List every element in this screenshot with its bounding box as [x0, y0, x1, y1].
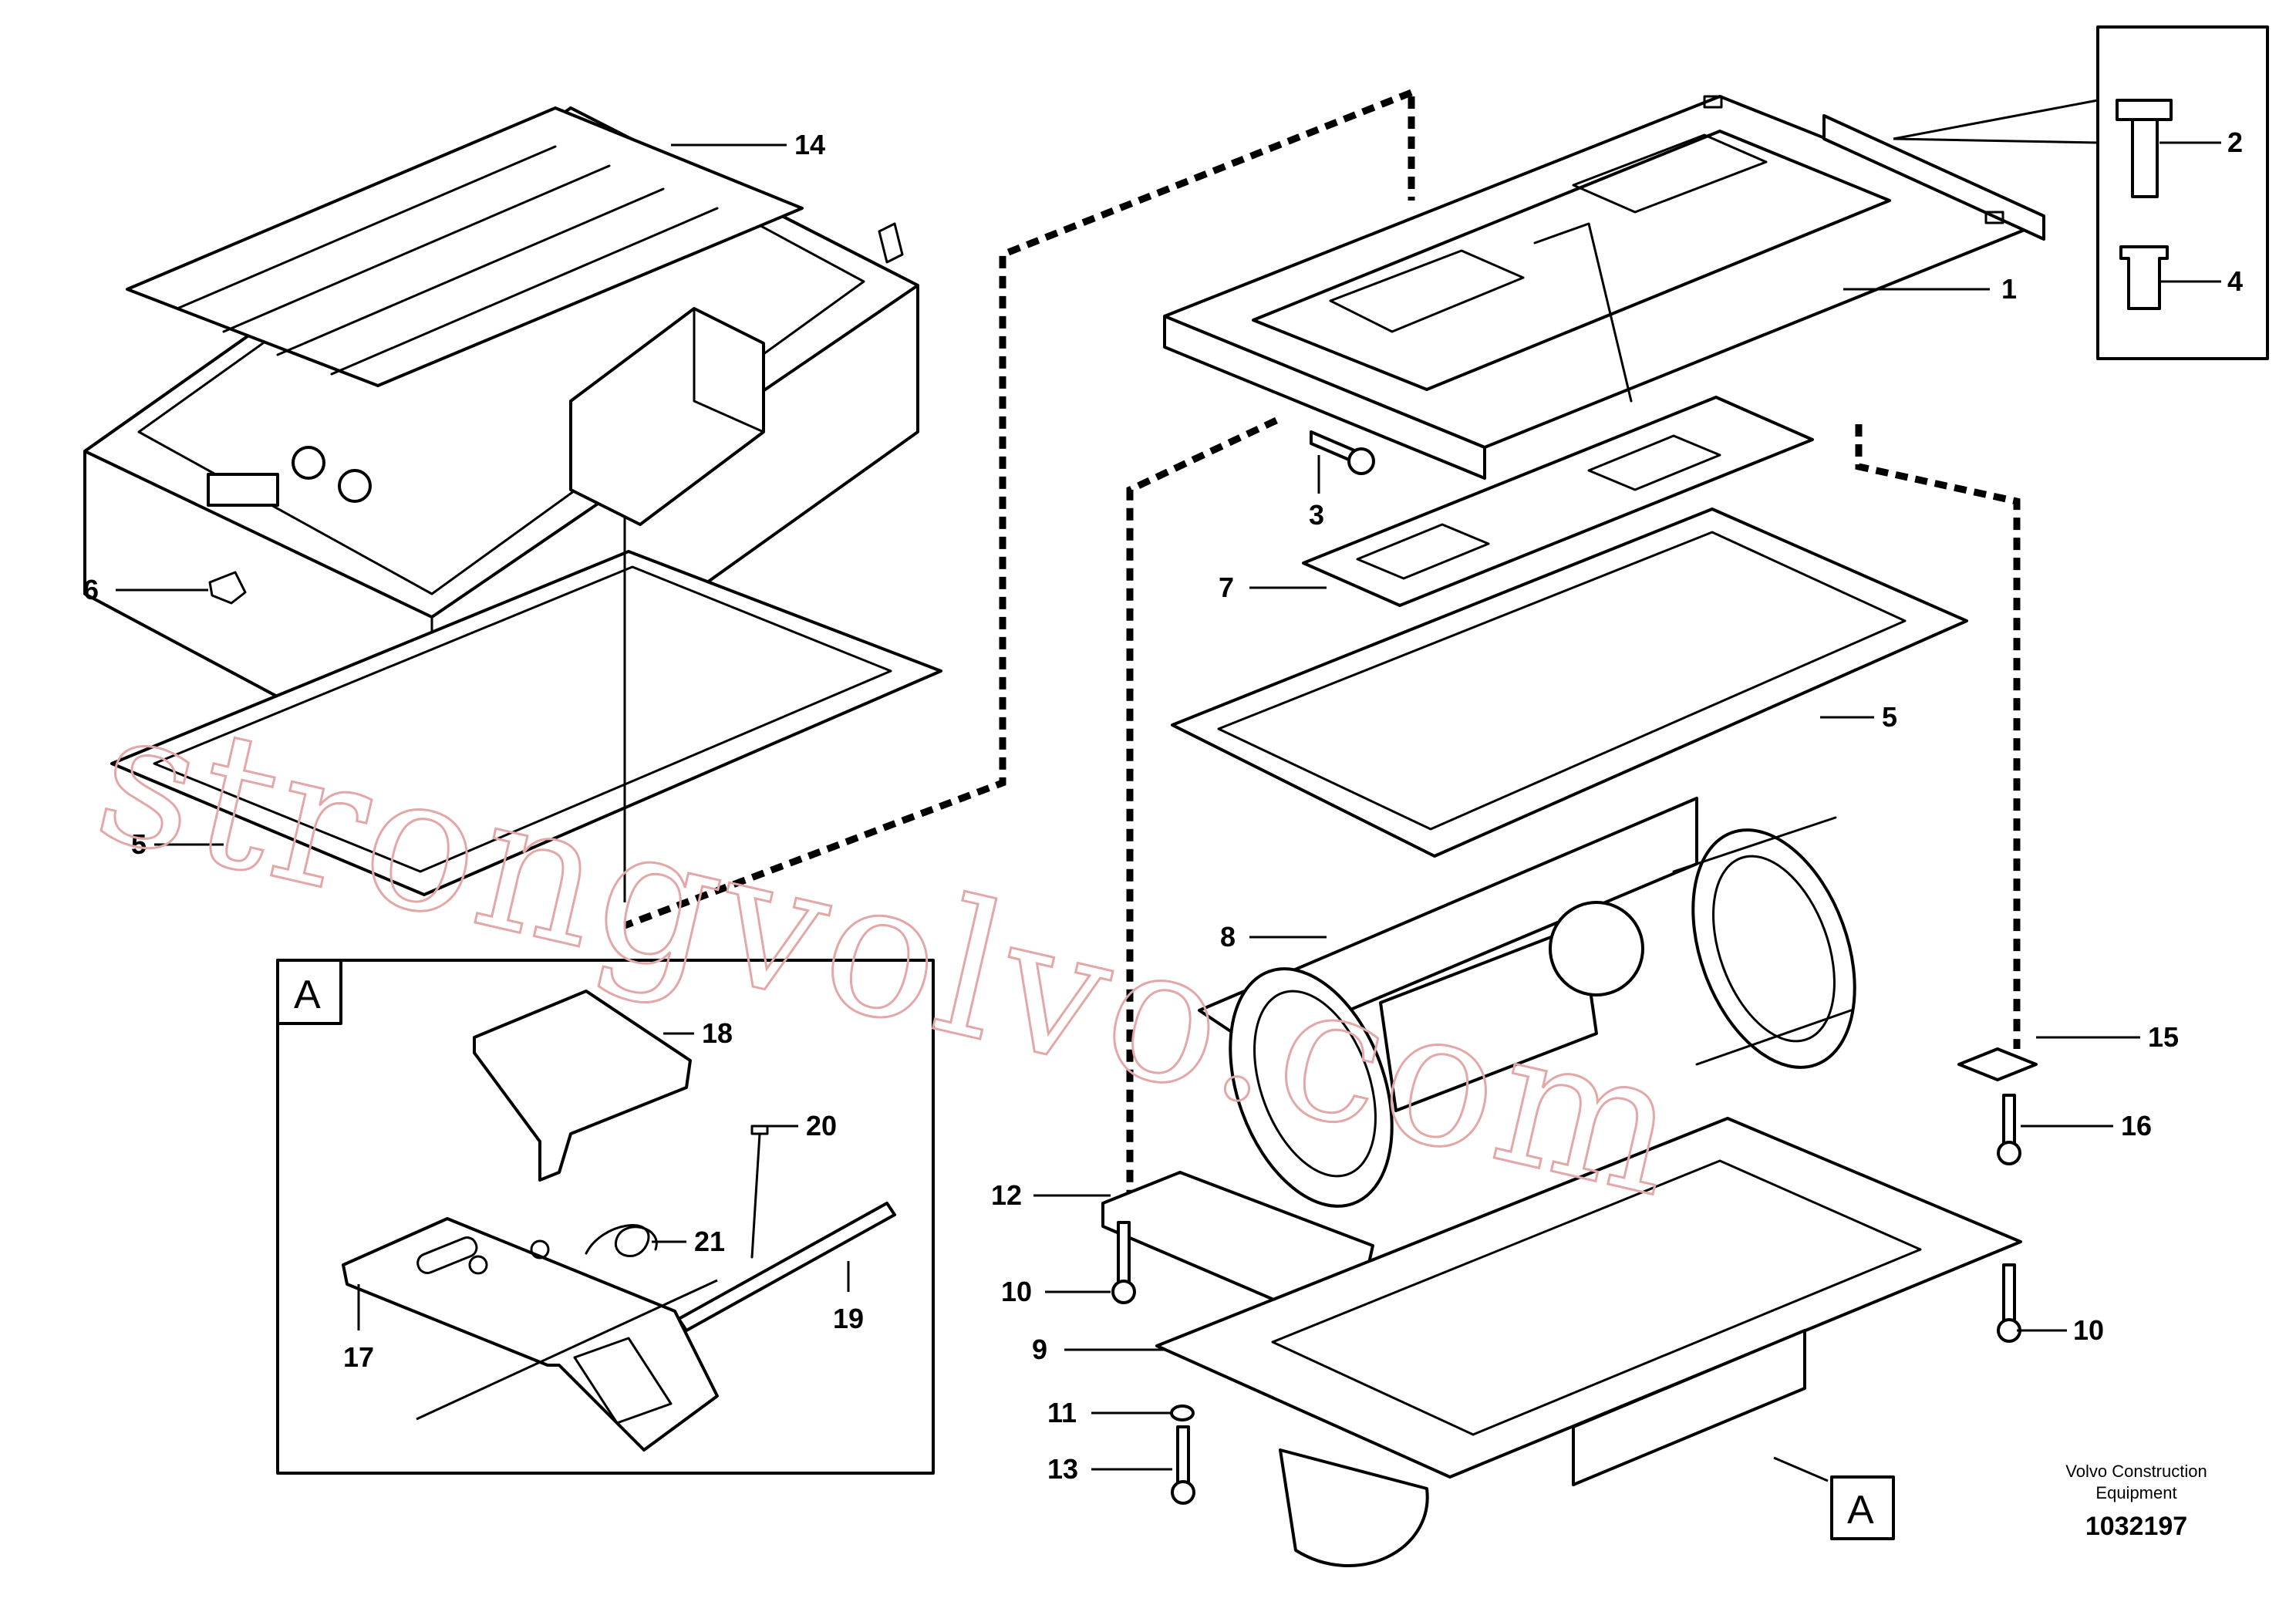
washer-part-11: [1170, 1404, 1195, 1421]
screw-part-10-left: [1111, 1221, 1136, 1304]
callout-8: 8: [1220, 921, 1236, 953]
callout-10-left: 10: [1001, 1276, 1032, 1307]
callout-9: 9: [1032, 1334, 1047, 1365]
callout-17: 17: [343, 1341, 374, 1373]
bolt-part-2: [2116, 99, 2173, 198]
callout-1: 1: [2001, 273, 2017, 305]
screw-part-10-right: [1997, 1263, 2021, 1343]
sleeve-part-4: [2119, 245, 2169, 310]
blower-housing: [1155, 1117, 2022, 1567]
callout-11: 11: [1047, 1397, 1077, 1428]
callout-16: 16: [2121, 1110, 2152, 1141]
callout-5-right: 5: [1882, 701, 1897, 733]
leader-2-link-b: [1893, 137, 2099, 144]
leader-2-link: [1893, 99, 2099, 140]
gasket-part-7: [1302, 396, 1814, 607]
detail-box-a-tag: [276, 959, 342, 1025]
callout-3: 3: [1309, 499, 1324, 531]
callout-6: 6: [83, 574, 99, 605]
gasket-right: [1171, 508, 1968, 858]
detail-box-a-letter: A: [294, 973, 321, 1017]
detail-axis-line: [416, 1279, 718, 1421]
spring-part-21: [585, 1224, 658, 1257]
pin-part-20: [750, 1125, 769, 1259]
bolt-part-3: [1310, 430, 1375, 475]
gasket-left: [110, 550, 942, 896]
document-number: 1032197: [2085, 1512, 2187, 1541]
bracket-part-17: [342, 1217, 719, 1452]
callout-20: 20: [806, 1110, 837, 1141]
callout-21: 21: [694, 1226, 725, 1257]
clip-part-6: [208, 571, 247, 605]
leader-lines: [116, 141, 2221, 1482]
dashed-connector-2: [623, 89, 1413, 929]
brand-line-1: Volvo Construction: [2065, 1462, 2207, 1481]
heater-unit: [83, 106, 919, 781]
blower-assembly: [1198, 797, 1856, 1208]
dashed-connector-4: [1855, 424, 2021, 1049]
screw-part-13: [1171, 1425, 1195, 1505]
callout-10-right: 10: [2073, 1314, 2104, 1346]
callout-12: 12: [991, 1179, 1022, 1211]
screw-part-16: [1997, 1094, 2021, 1165]
bracket-part-18: [473, 990, 692, 1182]
callout-4: 4: [2227, 265, 2243, 297]
detail-ref-a-box: [1830, 1475, 1895, 1540]
fastener-detail-box: [2096, 25, 2269, 360]
callout-14: 14: [794, 129, 825, 160]
bracket-part-15: [1957, 1047, 2038, 1081]
detail-ref-a-letter: A: [1847, 1488, 1874, 1533]
callout-2: 2: [2227, 126, 2243, 158]
dashed-connector-3: [1126, 416, 1278, 1203]
callout-13: 13: [1047, 1453, 1078, 1485]
callout-19: 19: [833, 1303, 864, 1334]
cover-plate: [1163, 95, 2045, 480]
callout-5-left: 5: [131, 828, 147, 860]
callout-18: 18: [702, 1017, 733, 1049]
callout-7: 7: [1219, 572, 1234, 603]
callout-15: 15: [2148, 1021, 2179, 1053]
brand-line-2: Equipment: [2095, 1483, 2176, 1502]
